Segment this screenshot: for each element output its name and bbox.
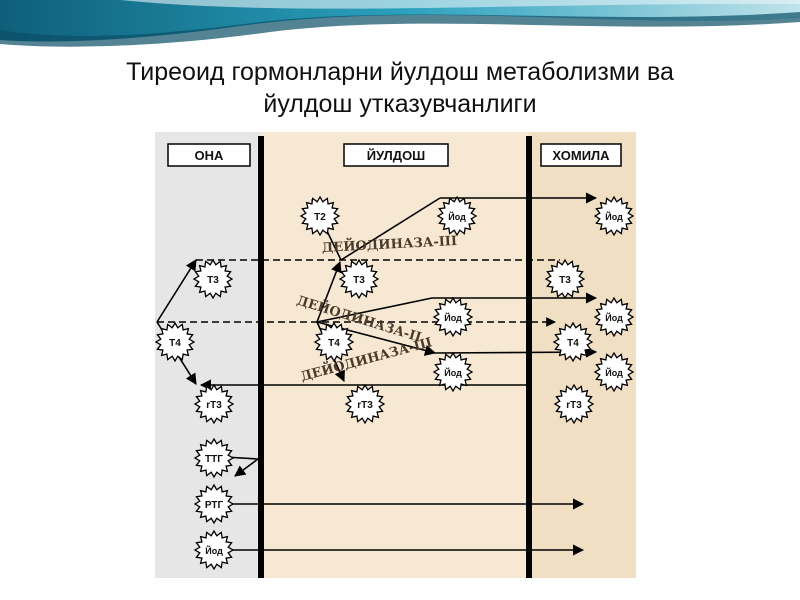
node-t4-mother-label: Т4: [169, 338, 181, 349]
title-line-2: йулдош утказувчанлиги: [263, 90, 537, 118]
node-t2-placenta-starburst: [299, 195, 341, 237]
node-rt3-placenta-label: rТ3: [357, 400, 373, 411]
node-iodine-placenta-top-label: Йод: [448, 211, 466, 222]
node-rtg-mother-starburst: [193, 483, 235, 525]
node-iodine-placenta-mid: Йод: [432, 296, 474, 338]
fetus-header: ХОМИЛА: [540, 143, 622, 167]
node-rtg-mother-label: РТГ: [205, 500, 224, 511]
node-iodine-placenta-low-starburst: [432, 351, 474, 393]
node-t4-fetus: Т4: [552, 321, 594, 363]
title-line-1: Тиреоид гормонларни йулдош метаболизми в…: [126, 58, 674, 86]
node-iodine-fetus-low-starburst: [593, 351, 635, 393]
node-iodine-placenta-top-starburst: [436, 195, 478, 237]
node-rt3-fetus-starburst: [553, 383, 595, 425]
node-t4-placenta-starburst: [313, 321, 355, 363]
node-t4-fetus-label: Т4: [567, 338, 579, 349]
node-rt3-placenta-starburst: [344, 383, 386, 425]
node-t4-fetus-starburst: [552, 321, 594, 363]
node-t3-placenta: Т3: [338, 258, 380, 300]
node-t3-fetus-starburst: [544, 258, 586, 300]
node-t4-mother-starburst: [154, 321, 196, 363]
t3-to-iodine-line: [340, 197, 441, 261]
node-ttg-mother-label: ТТГ: [205, 454, 223, 465]
node-iodine-fetus-top: Йод: [593, 195, 635, 237]
node-t4-placenta-label: Т4: [328, 338, 340, 349]
node-rt3-fetus: rТ3: [553, 383, 595, 425]
node-t3-fetus: Т3: [544, 258, 586, 300]
node-rt3-mother: rТ3: [193, 383, 235, 425]
node-t2-placenta: Т2: [299, 195, 341, 237]
node-t2-placenta-label: Т2: [314, 212, 326, 223]
node-iodine-placenta-mid-label: Йод: [444, 312, 462, 323]
fetus-header-label: ХОМИЛА: [552, 148, 610, 163]
node-iodine-placenta-low: Йод: [432, 351, 474, 393]
node-iodine-fetus-low-label: Йод: [605, 367, 623, 378]
node-iodine-fetus-top-label: Йод: [605, 211, 623, 222]
placenta-header: ЙУЛДОШ: [343, 143, 449, 167]
mother-header: ОНА: [167, 143, 251, 167]
node-iodine-fetus-mid-label: Йод: [605, 312, 623, 323]
node-t3-mother-label: Т3: [207, 275, 219, 286]
node-rt3-fetus-label: rТ3: [566, 400, 582, 411]
node-ttg-mother-starburst: [193, 437, 235, 479]
ttg-return-arrow: [234, 458, 259, 477]
node-iodine-mother-label: Йод: [205, 545, 223, 556]
node-t4-placenta: Т4: [313, 321, 355, 363]
node-iodine-fetus-mid-starburst: [593, 296, 635, 338]
node-ttg-mother: ТТГ: [193, 437, 235, 479]
node-t3-mother: Т3: [192, 258, 234, 300]
node-iodine-placenta-low-label: Йод: [444, 367, 462, 378]
node-rt3-mother-label: rТ3: [206, 400, 222, 411]
node-rtg-mother: РТГ: [193, 483, 235, 525]
node-iodine-mother: Йод: [193, 529, 235, 571]
t4-to-iodine-mid-line: [316, 297, 433, 323]
slide-title: Тиреоид гормонларни йулдош метаболизми в…: [0, 56, 800, 120]
header-banner: [0, 0, 800, 47]
node-iodine-placenta-mid-starburst: [432, 296, 474, 338]
node-iodine-placenta-top: Йод: [436, 195, 478, 237]
mother-header-label: ОНА: [195, 148, 225, 163]
node-t3-fetus-label: Т3: [559, 275, 571, 286]
t4-to-placenta-t3-arrow: [316, 260, 342, 323]
t4-to-t3-arrow: [156, 259, 197, 323]
node-iodine-fetus-top-starburst: [593, 195, 635, 237]
node-iodine-fetus-low: Йод: [593, 351, 635, 393]
node-t3-placenta-label: Т3: [353, 275, 365, 286]
node-t3-placenta-starburst: [338, 258, 380, 300]
node-iodine-mother-starburst: [193, 529, 235, 571]
node-iodine-fetus-mid: Йод: [593, 296, 635, 338]
node-rt3-mother-starburst: [193, 383, 235, 425]
node-rt3-placenta: rТ3: [344, 383, 386, 425]
node-t3-mother-starburst: [192, 258, 234, 300]
placenta-header-label: ЙУЛДОШ: [367, 148, 426, 163]
node-t4-mother: Т4: [154, 321, 196, 363]
